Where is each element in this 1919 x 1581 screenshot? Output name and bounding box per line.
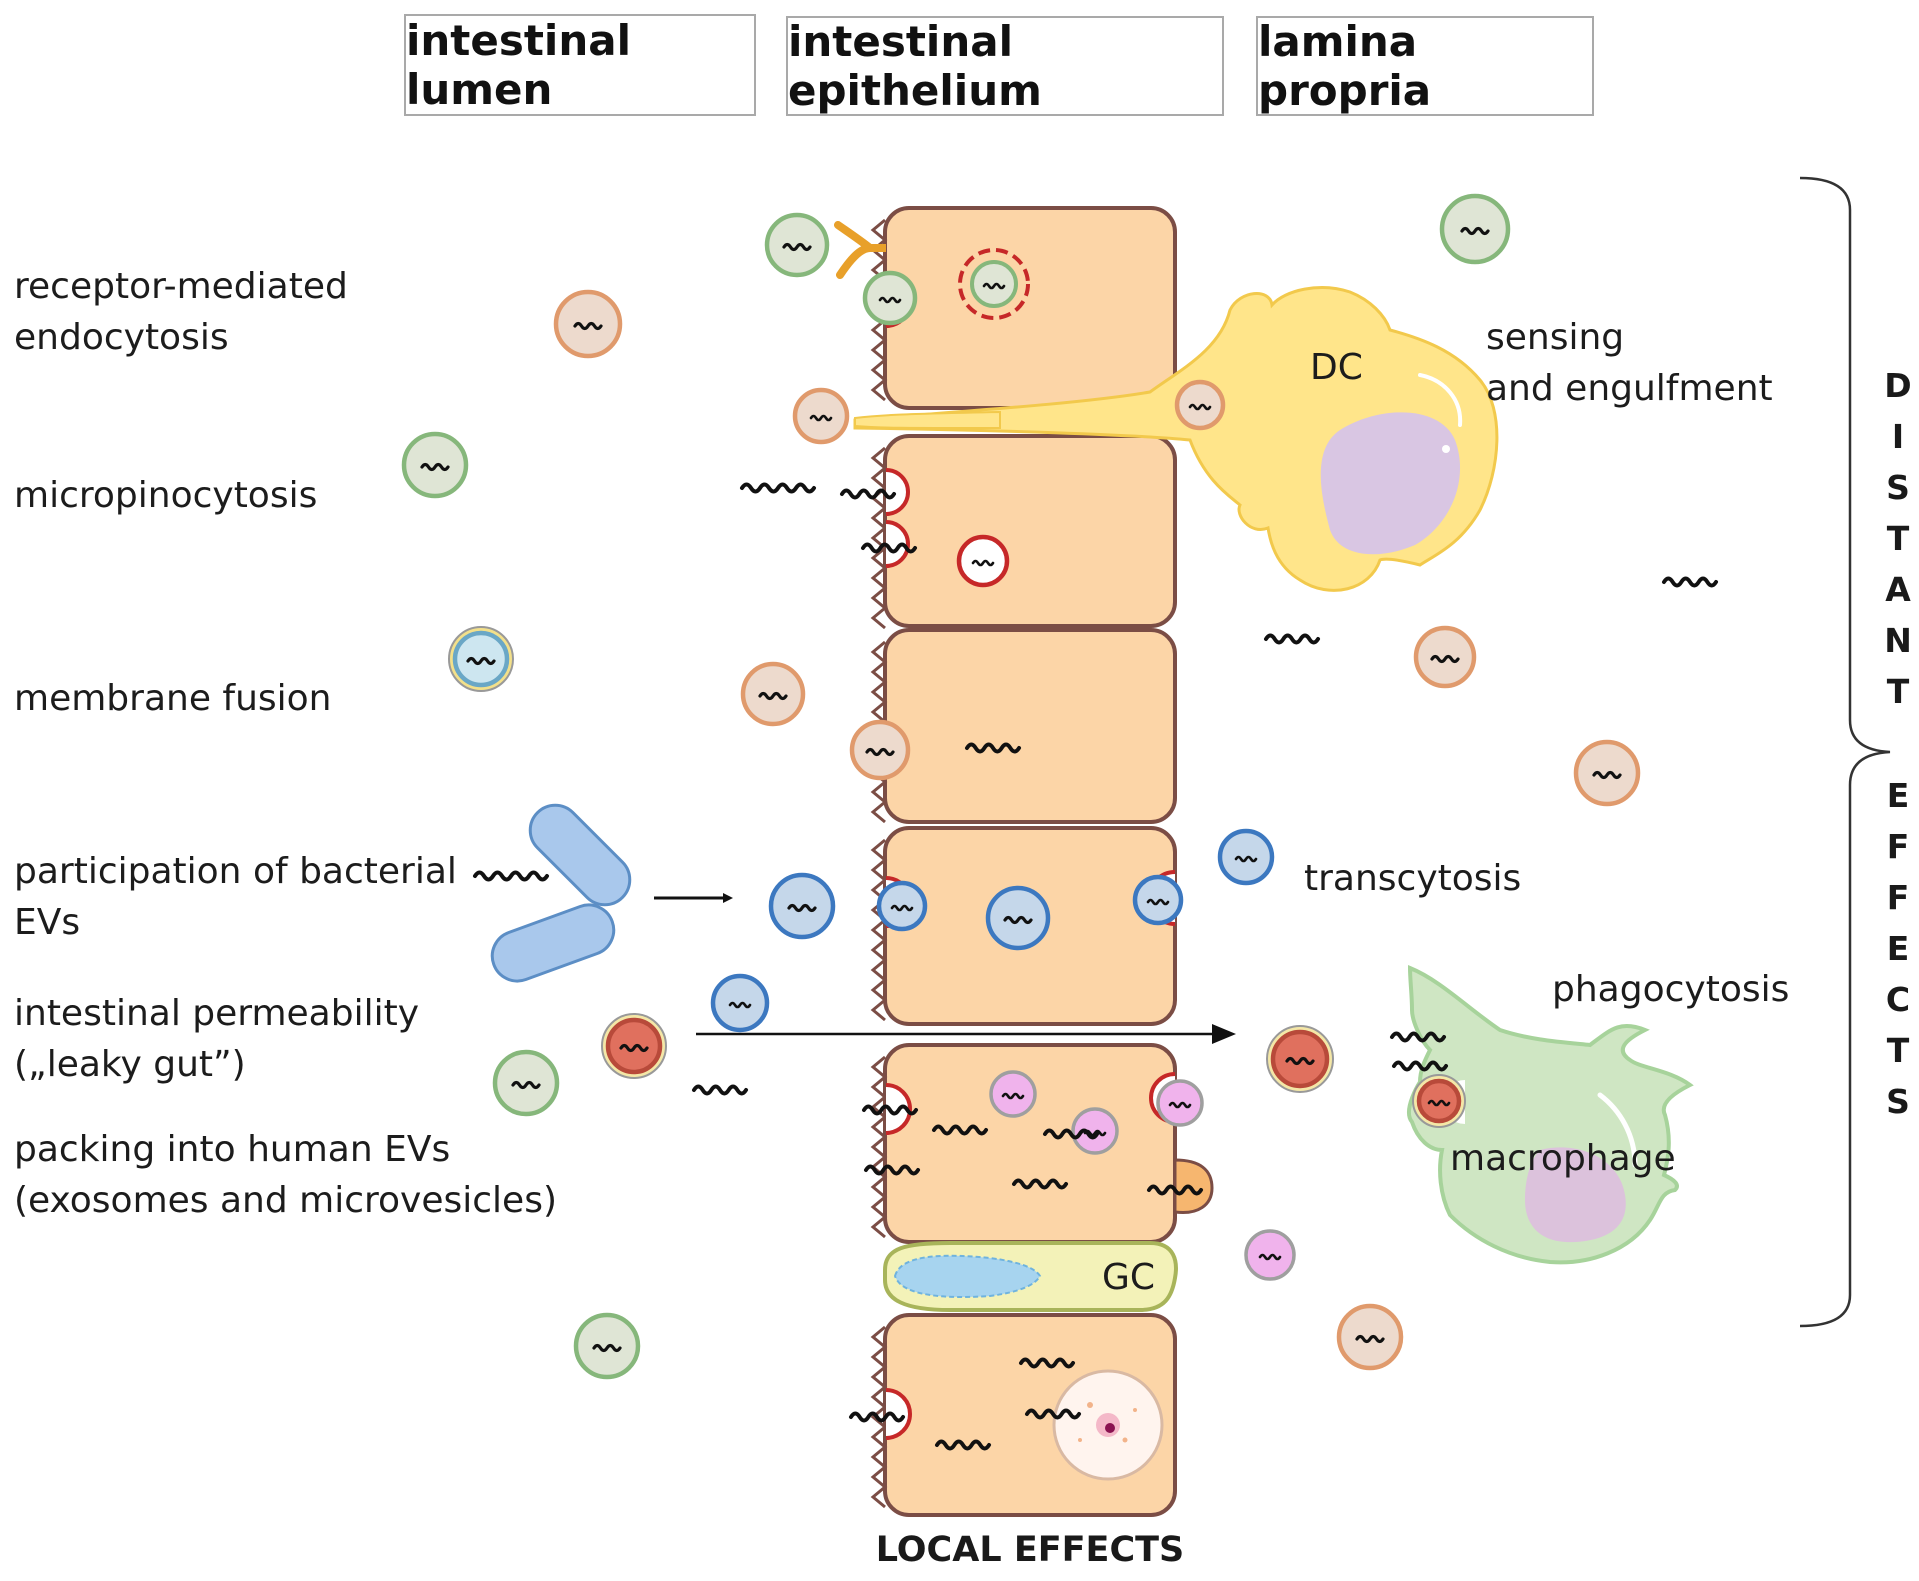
label-membrane-fusion: membrane fusion	[14, 678, 332, 719]
ev-1	[764, 212, 830, 278]
bacterium-2	[490, 903, 616, 983]
ev-17	[985, 885, 1051, 951]
ev-10	[740, 661, 806, 727]
bacterium-1	[528, 803, 632, 907]
rna-7	[473, 870, 549, 882]
epithelial-cell-5	[883, 1043, 1177, 1244]
endosome-dashed	[958, 248, 1030, 320]
receptor-y	[834, 221, 874, 279]
ev-20	[601, 1013, 667, 1079]
label-dc: DC	[1310, 347, 1363, 388]
ev-26	[1412, 1074, 1466, 1128]
label-intestinal-permeability: intestinal permeability („leaky gut”)	[14, 993, 419, 1085]
dc-dendrite	[854, 410, 1001, 430]
ev-21	[1266, 1025, 1334, 1093]
label-transcytosis: transcytosis	[1304, 858, 1522, 899]
ev-9	[448, 626, 514, 692]
label-effects: E F F E C T S	[1885, 776, 1911, 1121]
dendritic-cell	[853, 286, 1499, 592]
label-micropinocytosis: micropinocytosis	[14, 475, 318, 516]
header-intestinal-epithelium-text: intestinal epithelium	[788, 17, 1042, 115]
rna-1	[740, 482, 816, 494]
ev-16	[876, 880, 928, 932]
ev-7	[401, 431, 469, 499]
rna-6	[1264, 633, 1321, 645]
ev-15	[768, 872, 836, 940]
ev-28	[573, 1312, 641, 1380]
label-packing-human-evs: packing into human EVs (exosomes and mic…	[14, 1129, 558, 1221]
label-distant: D I S T A N T	[1884, 366, 1912, 711]
ev-5	[792, 387, 850, 445]
epithelial-cell-2	[883, 434, 1177, 628]
ev-25	[1156, 1079, 1204, 1127]
ev-22	[492, 1049, 560, 1117]
label-goblet-cell: GC	[1102, 1257, 1156, 1298]
ev-6	[1174, 379, 1226, 431]
ev-23	[989, 1070, 1037, 1118]
label-bacterial-evs: participation of bacterial EVs	[14, 851, 457, 943]
ev-18	[1132, 874, 1184, 926]
ev-3	[862, 270, 918, 326]
extracellular-vesicles	[401, 193, 1641, 1380]
ev-14	[1217, 828, 1275, 886]
goblet-cell	[883, 1241, 1178, 1312]
cell-nucleus	[1052, 1369, 1164, 1481]
epithelial-cell-3	[883, 628, 1177, 824]
ev-11	[1413, 625, 1477, 689]
header-intestinal-epithelium: intestinal epithelium	[786, 16, 1224, 116]
label-local-effects: LOCAL EFFECTS	[875, 1530, 1185, 1570]
header-intestinal-lumen-text: intestinal lumen	[406, 16, 631, 114]
epithelial-cell-1	[883, 206, 1177, 410]
header-lamina-propria: lamina propria	[1256, 16, 1594, 116]
distant-effects-brace	[1799, 176, 1891, 1328]
bacteria	[490, 803, 632, 983]
ev-13	[1573, 739, 1641, 807]
header-intestinal-lumen: intestinal lumen	[404, 14, 756, 116]
label-phagocytosis: phagocytosis	[1552, 969, 1790, 1010]
label-receptor-mediated-endocytosis: receptor-mediated endocytosis	[14, 266, 348, 358]
label-sensing-engulfment: sensing and engulfment	[1486, 317, 1773, 409]
ev-12	[849, 719, 911, 781]
ev-8	[956, 534, 1010, 588]
ev-19	[710, 973, 770, 1033]
microvesicle-bud	[1173, 1158, 1214, 1215]
rna-5	[1662, 576, 1719, 588]
ev-29	[1336, 1303, 1404, 1371]
ev-4	[553, 289, 623, 359]
ev-27	[1244, 1229, 1296, 1281]
label-macrophage: macrophage	[1450, 1138, 1676, 1179]
ev-24	[1071, 1107, 1119, 1155]
rna-8	[692, 1084, 749, 1096]
ev-2	[1439, 193, 1511, 265]
header-lamina-propria-text: lamina propria	[1258, 17, 1432, 115]
